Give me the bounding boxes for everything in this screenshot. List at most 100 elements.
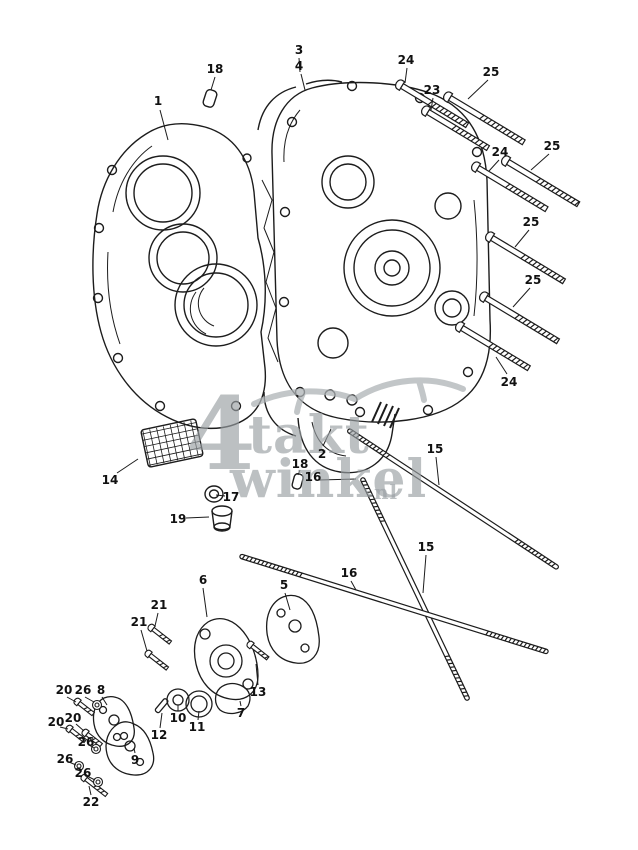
- right-boss-2-hole: [442, 298, 462, 318]
- bolt-illustration: [395, 79, 470, 129]
- bolt-illustration: [479, 291, 561, 345]
- part-number-6: 6: [198, 573, 208, 587]
- bolt-illustration: [81, 728, 104, 748]
- part-number-8: 8: [96, 683, 106, 697]
- pump-body-bore: [209, 644, 243, 678]
- left-bore-2-inner: [156, 231, 210, 285]
- dowel-pin-top: [202, 88, 218, 108]
- pump-base-plate: [214, 682, 251, 715]
- oil-strainer-screen: [140, 418, 204, 468]
- bolt-illustration: [443, 91, 526, 146]
- right-case-rib2: [473, 199, 478, 317]
- part-number-1: 1: [153, 94, 163, 108]
- right-boss-3: [317, 327, 349, 359]
- left-bore-2: [148, 223, 218, 293]
- pump-body-ear-hole: [242, 678, 254, 690]
- part-number-12: 12: [150, 728, 168, 742]
- washer-illustration: [91, 699, 103, 711]
- bolt-illustration: [471, 161, 549, 213]
- bolt-illustration: [501, 155, 581, 208]
- shaft-spline-hatch: [371, 401, 400, 429]
- bolt-illustration: [147, 623, 173, 645]
- pump-outer-cover: [265, 594, 320, 664]
- screen-mesh-hatch: [141, 420, 204, 467]
- part-number-26: 26: [56, 752, 74, 766]
- right-lug-hole: [286, 116, 298, 128]
- part-number-20: 20: [47, 715, 65, 729]
- right-lug-hole: [279, 206, 291, 218]
- part-number-15: 15: [417, 540, 435, 554]
- bolt-illustration: [246, 640, 270, 661]
- part-number-15: 15: [426, 442, 444, 456]
- part-number-20: 20: [64, 711, 82, 725]
- right-lug-hole: [422, 404, 434, 416]
- left-case-outline: [92, 122, 267, 430]
- part-number-25: 25: [522, 215, 540, 229]
- right-boss-hole: [434, 192, 462, 220]
- case-bottom-skirt: [297, 413, 396, 474]
- pump-body-shaft-hole: [217, 652, 235, 670]
- gasket-edge-top2: [305, 79, 343, 85]
- part-number-2: 2: [317, 447, 327, 461]
- part-number-25: 25: [543, 139, 561, 153]
- part-number-20: 20: [55, 683, 73, 697]
- part-number-21: 21: [150, 598, 168, 612]
- part-number-25: 25: [482, 65, 500, 79]
- cylinder-stud-illustrations: [239, 428, 559, 701]
- plate-hole: [112, 732, 122, 742]
- right-case-outline: [271, 81, 492, 423]
- part-number-13: 13: [249, 685, 267, 699]
- right-main-bore-inner: [353, 229, 431, 307]
- rotor-drive-pin: [154, 698, 169, 714]
- right-lug-hole: [346, 80, 358, 92]
- right-main-bore: [343, 219, 441, 317]
- left-lug-hole: [154, 400, 166, 412]
- washer-illustration: [92, 776, 104, 788]
- part-number-10: 10: [169, 711, 187, 725]
- gasket-hole: [98, 705, 108, 715]
- watermark-handlebar-graphic: [251, 377, 466, 415]
- stud-illustration: [360, 477, 470, 701]
- right-lug-hole: [278, 296, 290, 308]
- left-lug-hole: [112, 352, 124, 364]
- bolt-illustration: [73, 697, 96, 717]
- drain-plug: [211, 505, 233, 532]
- left-lug-hole: [93, 222, 105, 234]
- gasket-edge-top: [257, 86, 297, 131]
- washer-illustrations: [73, 699, 104, 788]
- part-number-26: 26: [74, 766, 92, 780]
- pump-plate: [105, 721, 155, 776]
- sealing-washer: [204, 485, 224, 503]
- part-number-7: 7: [236, 706, 246, 720]
- cover-center-hole: [288, 619, 302, 633]
- callout-leader-lines: [59, 57, 550, 796]
- stud-illustration: [347, 428, 559, 570]
- right-lug-hole: [354, 406, 366, 418]
- part-number-9: 9: [130, 753, 140, 767]
- plate-hole: [135, 757, 145, 767]
- pump-gasket: [92, 695, 135, 747]
- part-number-25: 25: [524, 273, 542, 287]
- dowel-pin-lower: [291, 473, 304, 490]
- case-bottom-skirt-inner: [311, 421, 347, 457]
- right-boss-2: [434, 290, 470, 326]
- part-number-22: 22: [82, 795, 100, 809]
- washer-illustration: [90, 743, 102, 755]
- part-number-18: 18: [206, 62, 224, 76]
- bolt-illustration: [455, 321, 532, 372]
- left-bore-3-inner: [183, 272, 249, 338]
- bolt-illustration: [144, 649, 170, 671]
- part-number-4: 4: [294, 59, 304, 73]
- gasket-center-hole: [108, 714, 120, 726]
- part-number-26: 26: [77, 735, 95, 749]
- outer-rotor: [185, 690, 213, 718]
- stud-illustration: [239, 553, 549, 655]
- left-lug-hole: [92, 292, 104, 304]
- left-lug-hole: [242, 153, 252, 163]
- case-bolt-illustrations: [395, 79, 581, 372]
- part-number-11: 11: [188, 720, 206, 734]
- pump-body-ear-hole: [199, 628, 211, 640]
- part-number-3: 3: [294, 43, 304, 57]
